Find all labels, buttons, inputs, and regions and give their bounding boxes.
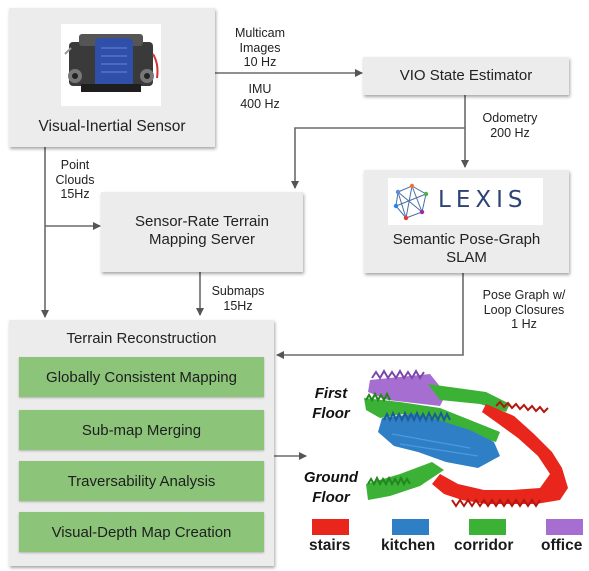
legend-swatch-stairs: [312, 519, 349, 535]
legend-label-office: office: [541, 537, 583, 554]
point-clouds-label: Point Clouds 15Hz: [55, 158, 95, 201]
vio-title: VIO State Estimator: [399, 67, 533, 84]
sensor-node: Visual-Inertial Sensor: [9, 8, 215, 147]
multicam-label: Multicam Images 10 Hz: [234, 26, 285, 69]
legend-swatch-office: [546, 519, 583, 535]
legend-label-stairs: stairs: [309, 537, 351, 554]
legend-label-corridor: corridor: [454, 537, 514, 554]
lexis-logo-text: LEXIS: [438, 187, 528, 213]
pipeline-step: Traversability Analysis: [19, 461, 264, 501]
legend-swatch-corridor: [469, 519, 506, 535]
pipeline-step: Visual-Depth Map Creation: [19, 512, 264, 552]
first-floor-label: First Floor: [312, 385, 350, 422]
legend-swatch-kitchen: [392, 519, 429, 535]
lexis-logo-mark: [393, 183, 429, 221]
slam-title: Semantic Pose-Graph SLAM: [392, 231, 541, 266]
pose-graph-label: Pose Graph w/ Loop Closures 1 Hz: [482, 288, 566, 331]
vio-node: VIO State Estimator: [363, 57, 569, 95]
ground-floor-label: Ground Floor: [303, 469, 359, 506]
mapping-server-title: Sensor-Rate Terrain Mapping Server: [135, 213, 269, 248]
arrow-vio-to-mapping-server: [291, 127, 465, 189]
submaps-label: Submaps 15Hz: [211, 284, 265, 313]
sensor-device-image: [61, 24, 161, 106]
pipeline-step: Sub-map Merging: [19, 410, 264, 450]
legend-label-kitchen: kitchen: [381, 537, 436, 554]
lexis-logo: LEXIS: [388, 178, 543, 225]
imu-label: IMU 400 Hz: [240, 82, 280, 111]
odometry-label: Odometry 200 Hz: [482, 111, 538, 140]
terrain-title: Terrain Reconstruction: [66, 330, 217, 347]
pipeline-step: Globally Consistent Mapping: [19, 357, 264, 397]
sensor-title: Visual-Inertial Sensor: [38, 118, 186, 135]
slam-node: LEXIS Semantic Pose-Graph SLAM: [364, 170, 569, 273]
arrow-slam-to-terrain: [276, 273, 464, 359]
mapping-server-node: Sensor-Rate Terrain Mapping Server: [101, 192, 303, 272]
